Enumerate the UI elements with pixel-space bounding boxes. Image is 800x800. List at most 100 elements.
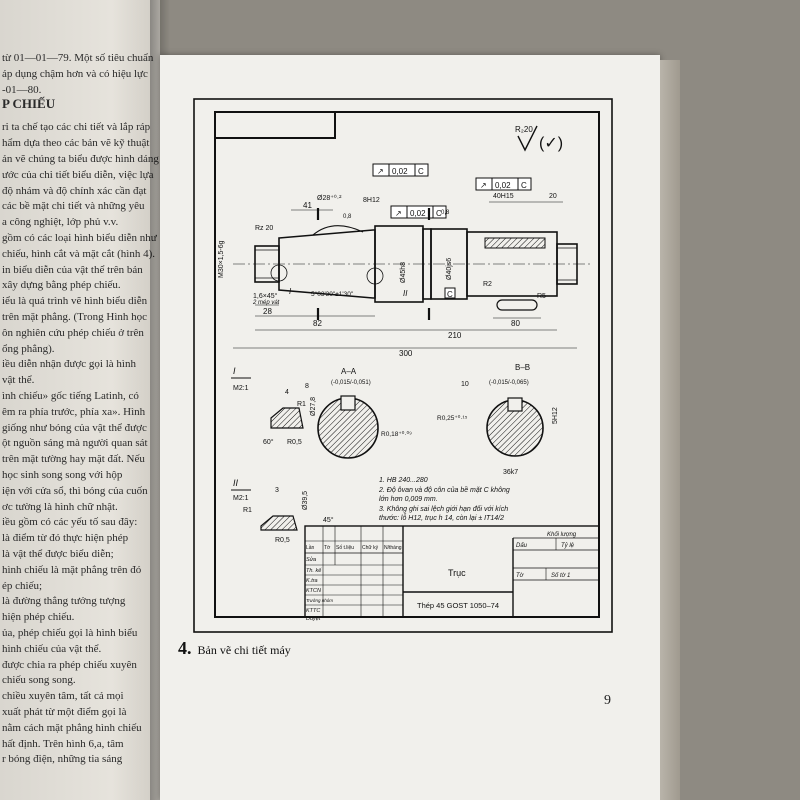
dim-28-03: Ø28⁺⁰·² — [317, 194, 342, 202]
dim-40js: Ø40js6 — [446, 258, 453, 280]
section-BB-tol: (-0,015/-0,065) — [489, 380, 529, 386]
book-edge — [660, 60, 680, 800]
left-page-line: các bề mặt chi tiết và những yêu — [2, 200, 145, 213]
figure-caption: 4.Bản vẽ chi tiết máy — [178, 638, 291, 659]
svg-text:2. Độ ôvan và độ côn của bề mặ: 2. Độ ôvan và độ côn của bề mặt C không — [378, 485, 510, 494]
detail-I-r05: R0,5 — [287, 439, 302, 446]
left-page-line: áp dụng chậm hơn và có hiệu lực — [2, 67, 148, 80]
dim-r2: R2 — [483, 281, 492, 288]
left-page-line: ép chiếu; — [2, 579, 43, 592]
left-page-line: ản vẽ chúng ta biểu được hình dáng — [2, 153, 159, 165]
part-name: Trục — [448, 568, 466, 578]
svg-text:Lần: Lần — [306, 545, 315, 551]
svg-text:KTCN: KTCN — [306, 588, 321, 594]
detail-II-a45: 45° — [323, 516, 334, 524]
section-AA-width: 8 — [305, 383, 309, 390]
left-page-line: ơc tường là hình chữ nhật. — [2, 500, 118, 513]
svg-text:3. Không ghi sai lệch giới hạn: 3. Không ghi sai lệch giới hạn đối với k… — [379, 505, 508, 513]
svg-text:KTTC: KTTC — [306, 608, 320, 614]
roughness-symbol — [517, 125, 538, 152]
left-page-line: ri ta chế tạo các chi tiết và lắp ráp — [2, 121, 151, 134]
left-page-line: a công nghiệt, lớp phủ v.v. — [2, 216, 119, 229]
detail-II-r05: R0,5 — [275, 537, 290, 544]
dim-40h15: 40H15 — [493, 193, 514, 200]
left-page-line: chiếu, hình cắt và mặt cắt (hình 4). — [2, 247, 156, 260]
left-page-line: vật thể. — [2, 374, 35, 387]
dimension-lines — [233, 201, 577, 349]
dim-angle: 5°03'30"±1'30" — [311, 290, 354, 298]
figure-number: 4. — [178, 638, 192, 658]
key-slot-view — [496, 299, 538, 311]
drawing-svg: R₂20 (✓) ↗ 0,02 C ↗ 0,02 C ↗ 0,02 C — [193, 98, 613, 633]
dim-08b: 0,8 — [441, 210, 450, 216]
detail-II-3: 3 — [275, 487, 279, 494]
detail-I: I M2:1 4 R1 Ø27,8 60° R0,5 — [231, 366, 317, 446]
roughness-label: R₂20 — [515, 125, 533, 134]
detail-I-a60: 60° — [263, 438, 274, 446]
svg-text:lớn hơn 0,009 mm.: lớn hơn 0,009 mm. — [379, 496, 438, 503]
dim-45h8: Ø45h8 — [400, 262, 407, 283]
svg-text:Số t.liệu: Số t.liệu — [336, 545, 354, 551]
dim-300: 300 — [399, 349, 413, 358]
runout-sym: ↗ — [480, 181, 487, 190]
svg-text:Duyệt: Duyệt — [306, 616, 321, 622]
left-page-line: -01—80. — [2, 83, 42, 96]
left-page-line: xây dựng bằng phép chiếu. — [2, 279, 121, 292]
left-page-line: trên mặt tường hay mặt đất. Nếu — [2, 453, 145, 466]
left-page-line: xuất phát từ một điểm gọi là — [2, 706, 127, 718]
material: Thép 45 GOST 1050–74 — [417, 601, 499, 610]
left-page-line: chiều xuyên tâm, tất cả mọi — [2, 690, 124, 703]
dim-28: 28 — [263, 307, 272, 316]
left-page-line: iểu là quá trình vẽ hình biểu diễn — [2, 295, 148, 308]
left-page-line: là đường thẳng tưởng tượng — [2, 595, 126, 608]
left-page-line: nằm cách mặt phẳng hình chiếu — [2, 721, 142, 734]
left-page-line: là vật thể được biểu diễn; — [2, 548, 114, 560]
left-page-line: ước của chi tiết biểu diễn, việc lựa — [2, 168, 154, 181]
detail-II-label: II — [233, 478, 239, 488]
dim-82: 82 — [313, 319, 322, 328]
dim-20: 20 — [549, 193, 557, 200]
section-AA: A–A (-0,015/-0,051) 8 R0,18⁺⁰·⁰⁹ — [305, 367, 412, 459]
detail-circle-I — [270, 264, 288, 282]
runout-datum: C — [418, 167, 424, 176]
svg-text:thước: lỗ H12, trục h 14, còn: thước: lỗ H12, trục h 14, còn lại ± IT14… — [379, 513, 504, 522]
section-BB-w: 36k7 — [503, 469, 518, 476]
dim-210: 210 — [448, 331, 462, 340]
roughness-other: (✓) — [539, 135, 563, 152]
dim-chamfer: 1,6×45° — [253, 292, 278, 300]
detail-I-r1: R1 — [297, 401, 306, 408]
detail-II-scale: M2:1 — [233, 495, 249, 502]
technical-notes: 1. HB 240...280 2. Độ ôvan và độ côn của… — [378, 477, 510, 522]
dim-80: 80 — [511, 319, 520, 328]
dim-m30: M30×1,5-6g — [218, 240, 225, 278]
section-AA-tol: (-0,015/-0,051) — [331, 380, 371, 386]
detail-II-r1: R1 — [243, 507, 252, 514]
svg-text:Sửa: Sửa — [306, 556, 316, 563]
dim-chamfer-note: 2 mép vát — [252, 300, 280, 306]
svg-text:N/tháng: N/tháng — [384, 545, 402, 551]
svg-text:1. HB 240...280: 1. HB 240...280 — [379, 477, 428, 484]
svg-text:K.tra: K.tra — [306, 578, 318, 584]
left-page-line: là điểm từ đó thực hiện phép — [2, 532, 129, 545]
left-page-line: giống như bóng của vật thể được — [2, 421, 147, 434]
dim-08a: 0,8 — [343, 214, 352, 220]
mass-label: Khối lượng — [547, 531, 577, 538]
svg-text:Tờ: Tờ — [516, 573, 525, 579]
runout-datum: C — [521, 181, 527, 190]
corner-box — [214, 111, 336, 139]
left-page-line: r bóng điện, những tia sáng — [2, 753, 123, 766]
left-page-line: hiện phép chiếu. — [2, 611, 75, 624]
left-page-line: êm ra phía trước, phía xa». Hình — [2, 405, 146, 418]
outer-frame — [193, 98, 613, 633]
runout-sym: ↗ — [395, 209, 402, 218]
runout-val: 0,02 — [495, 181, 511, 190]
svg-text:Trưởng nhóm: Trưởng nhóm — [306, 597, 333, 603]
left-page-line: ôn nghiên cứu phép chiếu ở trên — [2, 326, 144, 339]
left-page-line: hất định. Trên hình 6,a, tâm — [2, 737, 124, 750]
runout-sym: ↗ — [377, 167, 384, 176]
taper-label-II: II — [403, 289, 408, 298]
runout-val: 0,02 — [392, 167, 408, 176]
left-page-line: được chia ra phép chiếu xuyên — [2, 658, 137, 671]
section-BB-h: 5H12 — [552, 407, 559, 424]
